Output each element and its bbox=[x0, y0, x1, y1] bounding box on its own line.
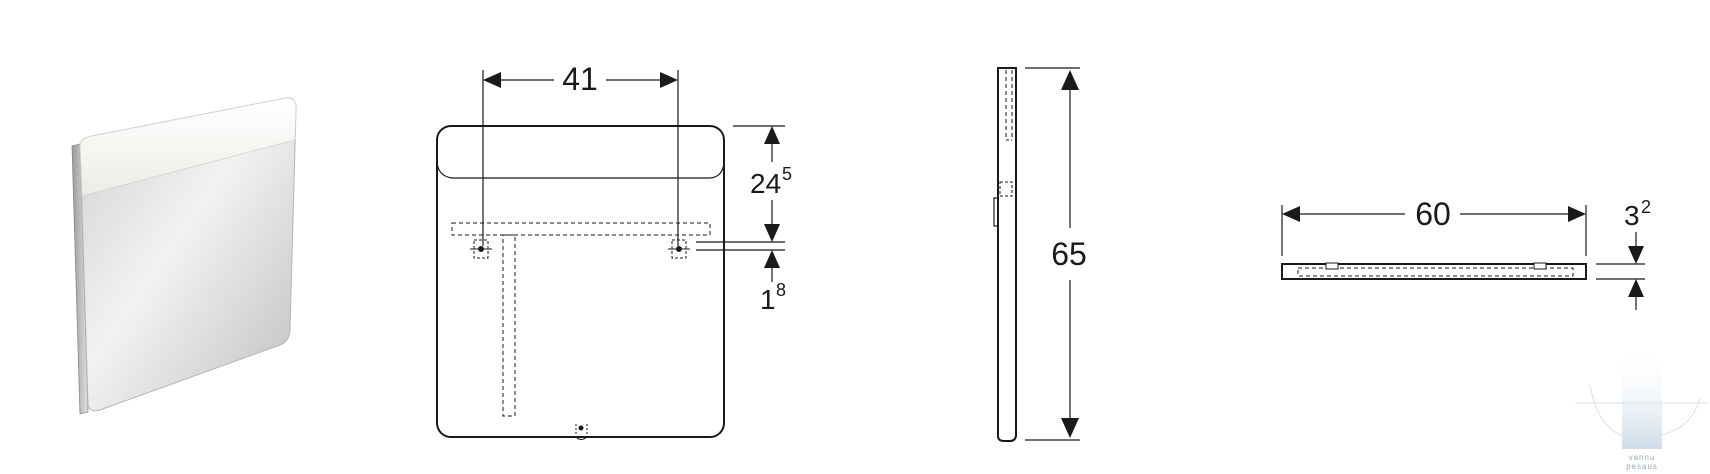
side-view bbox=[993, 67, 1080, 442]
vertical-support-hidden bbox=[502, 234, 516, 417]
mirror-edge bbox=[71, 143, 89, 415]
top-view bbox=[1281, 205, 1645, 310]
label-24-sup: 5 bbox=[782, 164, 792, 184]
label-1-main: 1 bbox=[760, 284, 776, 315]
dim-41 bbox=[482, 70, 679, 246]
mirror-profile-top bbox=[1281, 263, 1587, 280]
mount-point-right bbox=[668, 239, 690, 259]
label-41: 41 bbox=[562, 61, 598, 97]
mirror-light-strip bbox=[79, 97, 297, 197]
watermark-text-1: vannu bbox=[1629, 453, 1656, 462]
label-3-main: 3 bbox=[1624, 200, 1640, 231]
mounting-rail-hidden bbox=[451, 222, 711, 236]
mirror-profile-side bbox=[997, 67, 1017, 442]
watermark-logo bbox=[1575, 345, 1708, 449]
light-strip-outline bbox=[436, 161, 725, 179]
cable-outlet bbox=[575, 424, 588, 440]
label-1-sup: 8 bbox=[776, 280, 786, 300]
label-24-main: 24 bbox=[750, 168, 781, 199]
label-3-sup: 2 bbox=[1641, 197, 1651, 217]
label-60: 60 bbox=[1415, 196, 1451, 232]
mirror-outline-front bbox=[436, 125, 725, 438]
mirror-3d-render bbox=[71, 97, 297, 415]
mount-point-left bbox=[470, 239, 492, 259]
watermark-text-2: pesaus bbox=[1626, 462, 1658, 471]
dim-3-2 bbox=[1596, 232, 1645, 310]
dim-65 bbox=[1025, 67, 1080, 441]
front-view bbox=[436, 70, 785, 440]
label-65: 65 bbox=[1051, 236, 1087, 272]
dim-60 bbox=[1281, 205, 1587, 256]
dim-24-5 bbox=[696, 125, 785, 282]
